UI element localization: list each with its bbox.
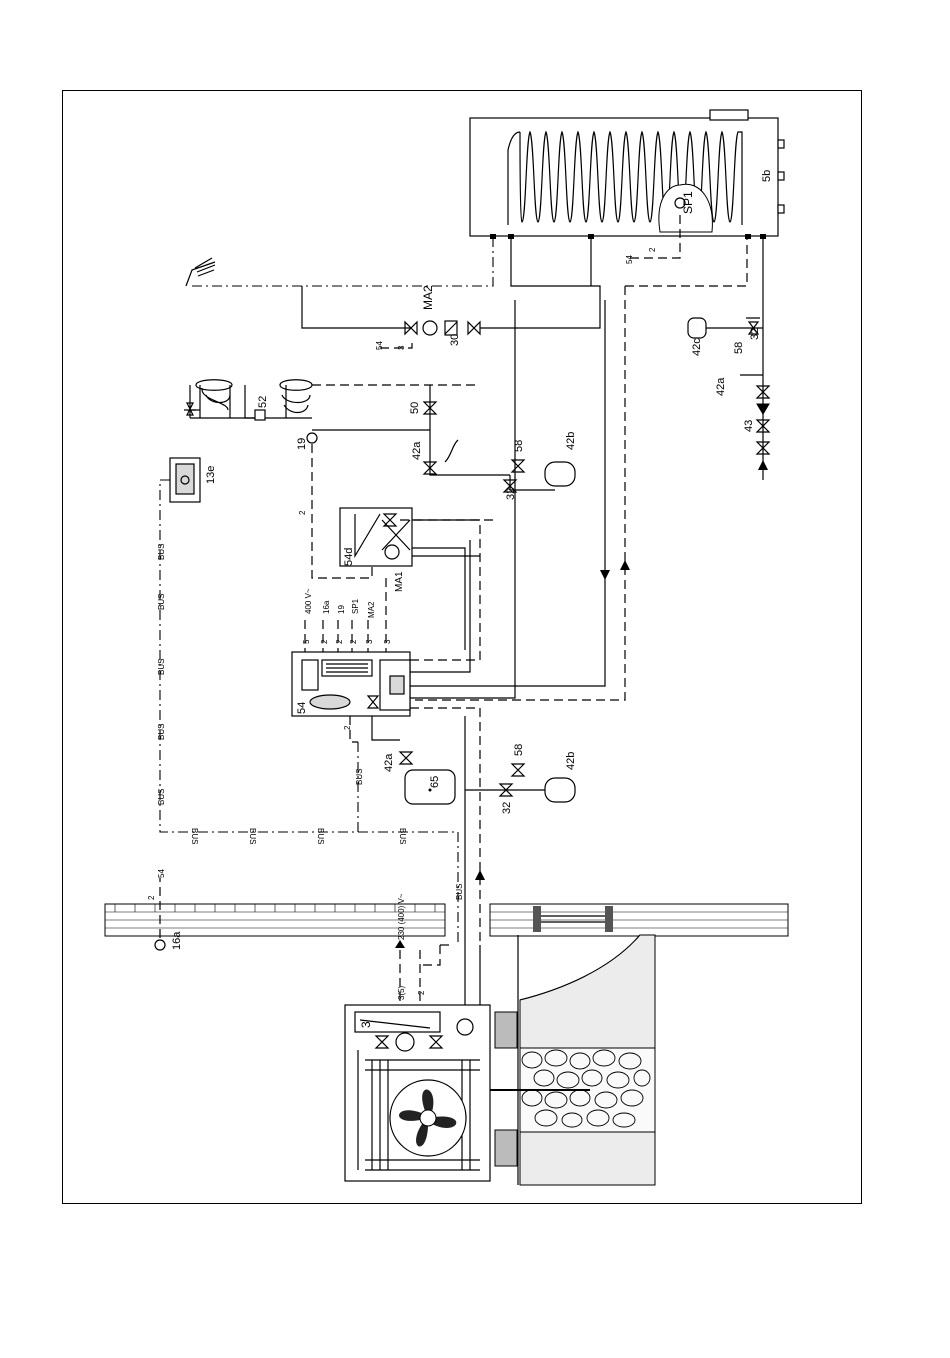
bus-label: BUS [157, 724, 166, 740]
label-54: 54 [296, 702, 308, 714]
control-unit-54 [292, 652, 410, 716]
label-42c: 42c [691, 338, 703, 356]
cable-label: SP1 [351, 598, 360, 614]
label-42a-mid: 42a [411, 441, 423, 460]
label-42b-mid: 42b [565, 432, 577, 450]
cable-label: 5 [302, 639, 311, 644]
bus-label: BUS [455, 884, 464, 900]
label-50: 50 [409, 402, 421, 414]
cable-label: 2 [335, 639, 344, 644]
cable-label: 54 [625, 255, 634, 264]
bus-label: BUS [316, 828, 325, 844]
label-58-low: 58 [513, 744, 525, 756]
label-3: 3 [359, 1021, 373, 1028]
label-ma1: MA1 [394, 571, 405, 592]
label-16a: 16a [171, 931, 183, 950]
label-42a-low: 42a [383, 753, 395, 772]
label-ma2: MA2 [421, 285, 435, 310]
label-13e: 13e [205, 466, 217, 484]
cable-label: 3 [383, 639, 392, 644]
cable-label: 2 [320, 639, 329, 644]
cable-label: 230 (400) V~ [397, 893, 406, 940]
label-42b-low: 42b [565, 752, 577, 770]
cable-label: 400 V~ [304, 588, 313, 614]
cable-label: 2 [349, 639, 358, 644]
heat-pump-3 [345, 1005, 490, 1181]
cable-label: 2 [648, 247, 657, 252]
cable-label: 19 [337, 605, 346, 614]
label-32-top: 32 [749, 328, 761, 340]
label-sp1: SP1 [681, 191, 695, 214]
label-32-low: 32 [501, 802, 513, 814]
cable-label: 2 [147, 895, 156, 900]
bus-label: BUS [157, 594, 166, 610]
label-30: 30 [449, 334, 461, 346]
cable-label: 3(5) [397, 985, 406, 1000]
storage-tank-5b [470, 110, 784, 239]
label-5b: 5b [761, 170, 773, 182]
label-19: 19 [296, 438, 308, 450]
bus-label: BUS [248, 828, 257, 844]
bus-label: BUS [398, 828, 407, 844]
label-65: 65 [429, 776, 441, 788]
mixer-ma2 [405, 321, 480, 335]
bus-label: BUS [157, 659, 166, 675]
cable-label: MA2 [367, 601, 376, 618]
cable-label: 16a [322, 600, 331, 614]
cable-label: 2 [417, 990, 426, 995]
cable-label: 2 [343, 725, 352, 730]
label-43: 43 [743, 420, 755, 432]
cable-label: 3 [365, 639, 374, 644]
label-54d: 54d [343, 548, 355, 566]
bus-label: BUS [190, 828, 199, 844]
shower-head-icon [186, 258, 215, 286]
bus-label: BUS [355, 769, 364, 785]
cable-label: 54 [157, 869, 166, 878]
label-58-top: 58 [733, 342, 745, 354]
label-52: 52 [257, 396, 269, 408]
label-42a-top: 42a [715, 377, 727, 396]
bus-label: BUS [157, 544, 166, 560]
cable-label: 2 [298, 510, 307, 515]
foundation [490, 935, 655, 1185]
room-unit-13e [170, 458, 200, 502]
bus-label: BUS [157, 789, 166, 805]
wall [105, 904, 788, 936]
